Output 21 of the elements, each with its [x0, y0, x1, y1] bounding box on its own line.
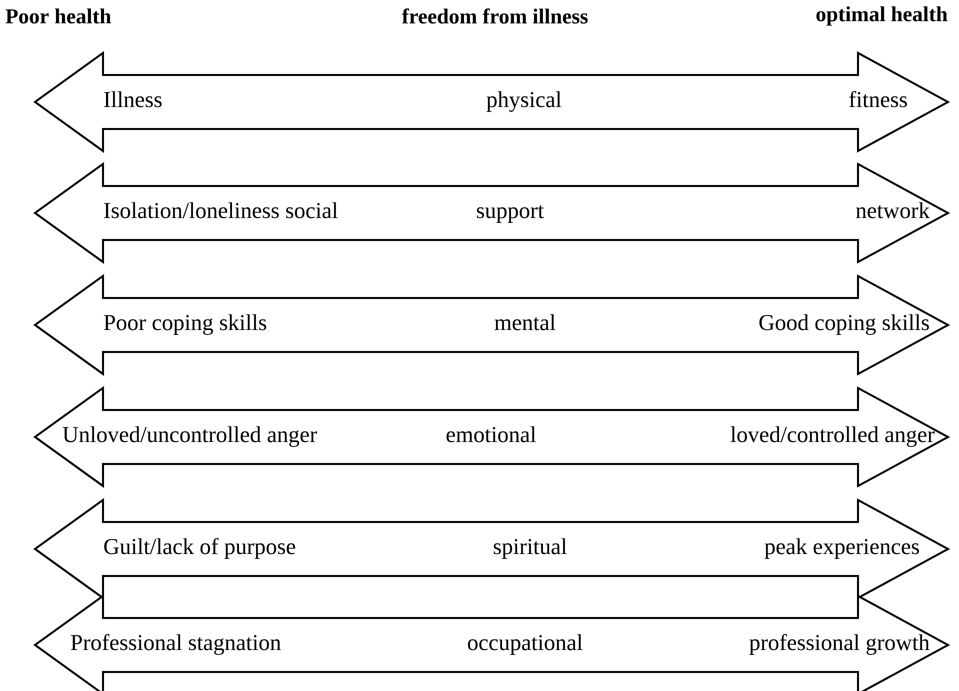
arrow-text: emotional	[446, 426, 536, 442]
arrow-text: occupational	[468, 634, 582, 655]
arrow-text: Poor coping skills	[104, 314, 266, 335]
arrow-text: Illness	[104, 91, 162, 108]
arrow-text: professional growth	[749, 634, 930, 655]
arrow-text: spiritual	[494, 538, 567, 559]
heading: optimal health	[816, 6, 948, 26]
arrow-text: fitness	[849, 91, 907, 108]
arrow-text: peak experiences	[764, 538, 919, 559]
arrow-text: Isolation/loneliness social	[104, 202, 338, 218]
heading: freedom from illness	[402, 8, 588, 24]
arrow-text: Guilt/lack of purpose	[104, 538, 296, 559]
heading: Poor health	[6, 8, 112, 24]
arrow-text: network	[856, 202, 930, 218]
arrow-text: physical	[486, 91, 562, 112]
arrow-text: Good coping skills	[759, 314, 929, 335]
arrow-text: mental	[494, 314, 556, 330]
arrow-text: support	[476, 205, 544, 223]
arrow-text: Professional stagnation	[70, 634, 281, 655]
arrow-text: loved/controlled anger	[730, 426, 935, 447]
arrow-text: Unloved/uncontrolled anger	[62, 426, 318, 447]
